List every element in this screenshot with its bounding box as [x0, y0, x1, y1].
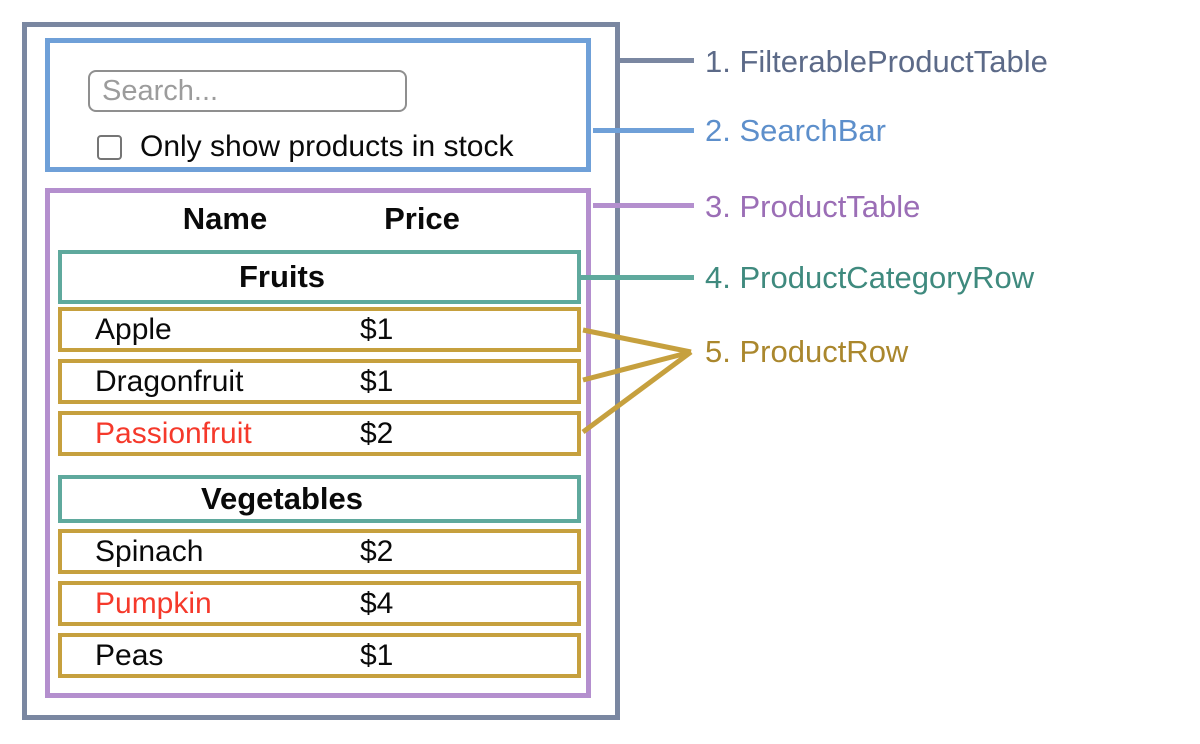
- filterable-product-table-box: Only show products in stock Name Price F…: [22, 22, 620, 720]
- product-row-spinach: Spinach $2: [58, 529, 581, 574]
- category-row-fruits: Fruits: [58, 250, 581, 304]
- product-name: Spinach: [95, 534, 204, 568]
- product-name: Pumpkin: [95, 586, 212, 620]
- leader-line-product-table: [593, 203, 694, 208]
- product-table-box: Name Price Fruits Apple $1 Dragonfruit $…: [45, 188, 591, 698]
- product-price: $2: [360, 534, 394, 568]
- legend-label-search-bar: 2. SearchBar: [705, 113, 886, 148]
- in-stock-checkbox[interactable]: [97, 134, 122, 160]
- legend-label-filterable-product-table: 1. FilterableProductTable: [705, 44, 1048, 79]
- leader-line-search-bar: [593, 128, 694, 133]
- product-price: $2: [360, 416, 394, 450]
- product-name: Apple: [95, 312, 172, 346]
- product-row-apple: Apple $1: [58, 307, 581, 352]
- search-bar-box: Only show products in stock: [45, 38, 591, 172]
- legend-label-product-table: 3. ProductTable: [705, 189, 921, 224]
- product-price: $1: [360, 364, 394, 398]
- product-price: $1: [360, 638, 394, 672]
- category-row-vegetables: Vegetables: [58, 475, 581, 523]
- column-header-price: Price: [384, 201, 460, 236]
- search-input[interactable]: [88, 70, 407, 112]
- product-name: Peas: [95, 638, 164, 672]
- product-price: $4: [360, 586, 394, 620]
- in-stock-checkbox-label: Only show products in stock: [140, 130, 514, 163]
- product-row-peas: Peas $1: [58, 633, 581, 678]
- legend-label-product-row: 5. ProductRow: [705, 334, 909, 369]
- product-name: Passionfruit: [95, 416, 252, 450]
- product-price: $1: [360, 312, 394, 346]
- in-stock-filter-row: Only show products in stock: [97, 130, 514, 164]
- leader-line-filterable-product-table: [616, 58, 694, 63]
- product-row-dragonfruit: Dragonfruit $1: [58, 359, 581, 404]
- product-row-pumpkin: Pumpkin $4: [58, 581, 581, 626]
- category-label: Fruits: [238, 259, 326, 294]
- product-name: Dragonfruit: [95, 364, 244, 398]
- product-row-passionfruit: Passionfruit $2: [58, 411, 581, 456]
- category-label: Vegetables: [201, 481, 363, 516]
- column-header-name: Name: [182, 201, 268, 236]
- leader-line-product-category-row: [578, 275, 694, 280]
- legend-label-product-category-row: 4. ProductCategoryRow: [705, 260, 1035, 295]
